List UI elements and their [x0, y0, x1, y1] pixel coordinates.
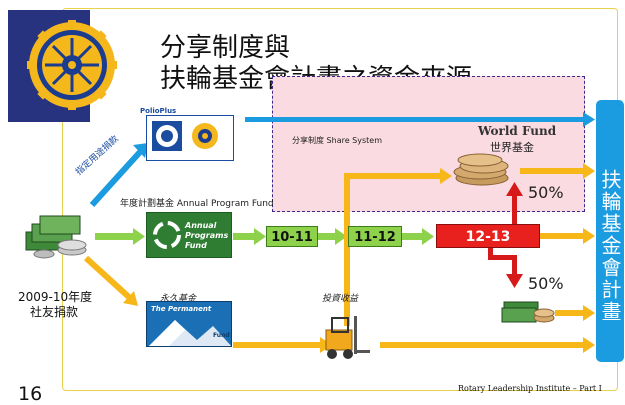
page-number: 16 — [18, 383, 43, 405]
cash-pile-icon — [25, 215, 87, 259]
yellow-arrow-ddf-out — [555, 305, 595, 321]
green-arrow-step2-to-step3 — [402, 228, 434, 245]
percentage-upper: 50% — [528, 183, 564, 202]
blue-arrow-to-fund-panel — [245, 112, 595, 127]
yellow-arrow-world-fund-out — [520, 163, 595, 179]
recycle-arrows-icon — [153, 221, 181, 249]
percentage-lower: 50% — [528, 274, 564, 293]
yellow-arrow-investment-up — [344, 168, 452, 326]
permanent-fund-logo-text-2: Fund — [213, 332, 230, 339]
page-title-line1: 分享制度與 — [160, 33, 291, 63]
step-box-11-12: 11-12 — [348, 226, 402, 247]
district-money-icon — [501, 301, 555, 323]
green-arrow-donors-to-annual — [95, 228, 145, 245]
permanent-fund-logo: The Permanent Fund — [146, 301, 232, 347]
annual-programs-fund-logo: Annual Programs Fund — [146, 212, 232, 258]
share-system-box — [272, 76, 585, 212]
polioplus-caption: PolioPlus — [140, 107, 177, 115]
permanent-fund-logo-text: The Permanent — [151, 305, 212, 313]
world-fund-en-label: World Fund — [478, 124, 557, 138]
investment-income-label: 投資收益 — [322, 294, 359, 304]
annual-program-fund-label: 年度計劃基金 Annual Program Fund — [120, 199, 274, 209]
annual-fund-logo-text: Annual Programs Fund — [185, 221, 229, 250]
polioplus-emblem-icon — [152, 121, 218, 151]
rotary-foundation-programs-panel: 扶輪基金會計畫 — [596, 100, 624, 362]
forklift-icon — [325, 316, 370, 359]
donation-source-line2: 社友捐款 — [30, 305, 79, 319]
polioplus-logo — [146, 115, 234, 161]
mountain-icon — [149, 320, 231, 346]
red-arrow-to-world-fund — [506, 182, 523, 225]
green-arrow-annual-to-step1 — [233, 228, 266, 245]
donation-source-line1: 2009-10年度 — [18, 290, 93, 304]
step-box-10-11: 10-11 — [266, 226, 318, 247]
world-fund-zh-label: 世界基金 — [490, 141, 534, 154]
step-box-12-13: 12-13 — [436, 224, 540, 248]
yellow-arrow-bottom-flow — [380, 337, 595, 353]
yellow-arrow-step3-out — [540, 228, 595, 244]
red-arrow-to-district-fund — [488, 244, 523, 288]
footer-text: Rotary Leadership Institute – Part I — [458, 384, 602, 393]
yellow-arrow-donors-to-permanent — [83, 255, 138, 306]
permanent-fund-label: 永久基金 — [160, 294, 197, 304]
rotary-wheel-icon — [27, 20, 117, 110]
blue-arrow-to-polioplus — [89, 143, 148, 208]
coin-stack-icon — [453, 153, 509, 186]
share-system-label: 分享制度 Share System — [292, 136, 383, 145]
green-arrow-step1-to-step2 — [318, 228, 347, 245]
